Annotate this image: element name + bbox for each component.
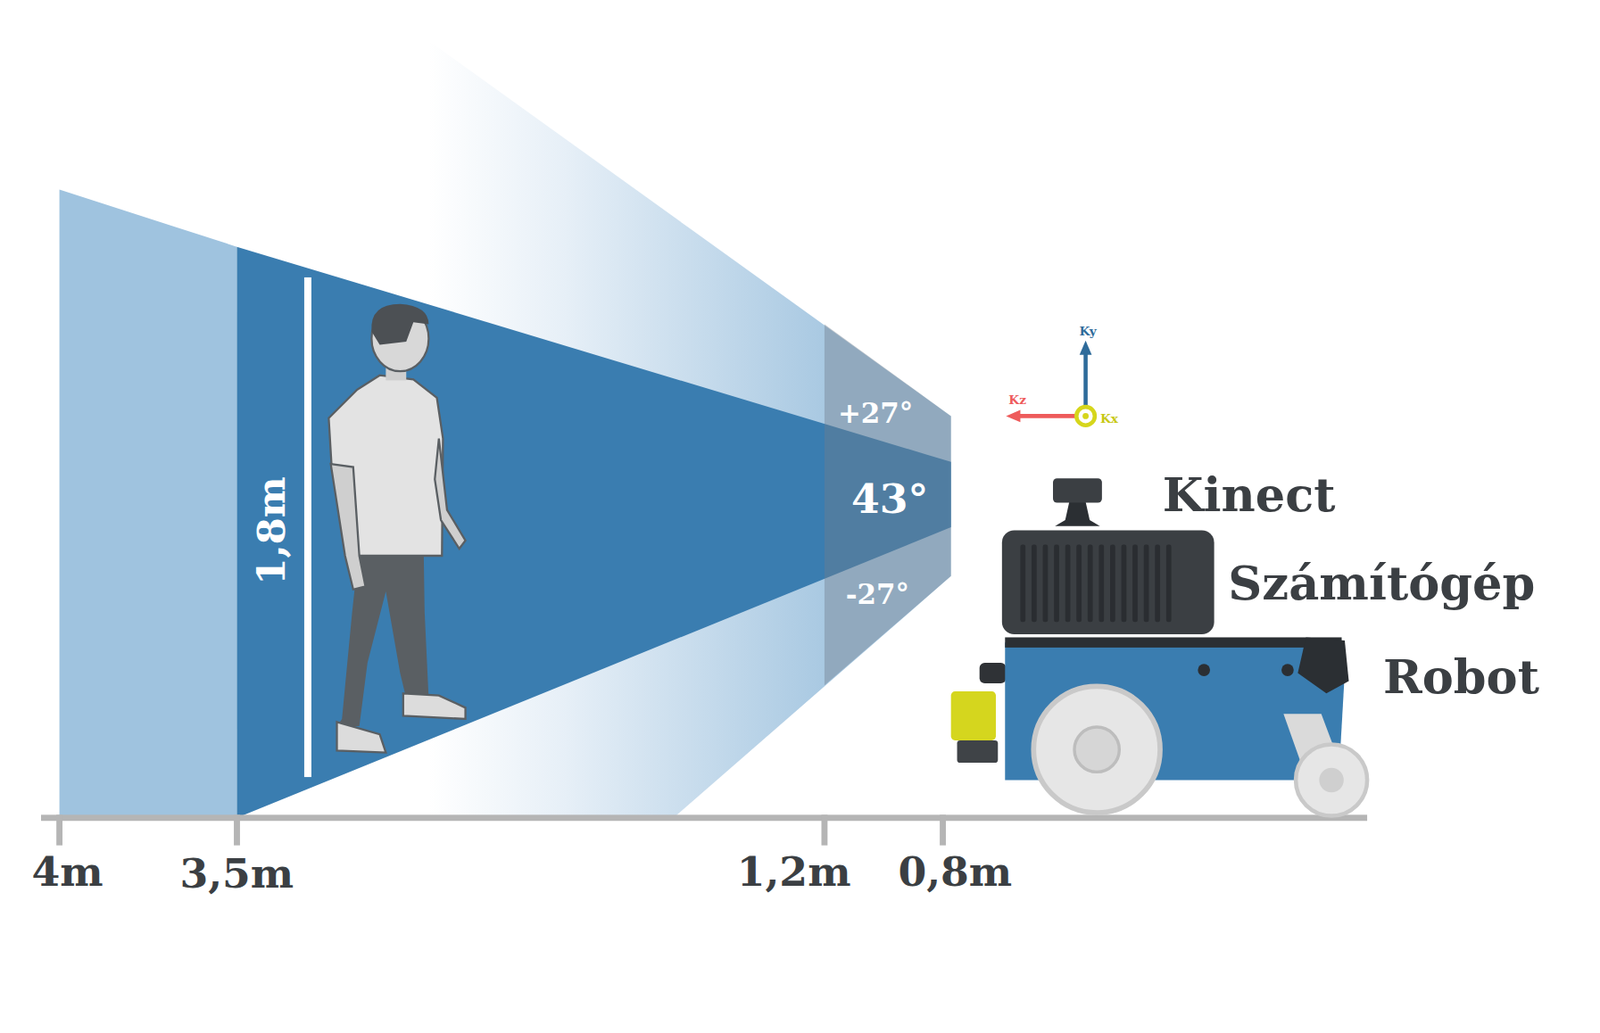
height-label: 1,8m (251, 476, 291, 586)
part-name: Kinect (1162, 471, 1336, 519)
ground-axis (41, 814, 1368, 821)
axis-ticks (56, 814, 946, 846)
distance-label: 1,2m (737, 852, 852, 894)
view-wedge (236, 247, 951, 819)
far-range-band (59, 190, 238, 819)
part-name: Számítógép (1227, 560, 1535, 608)
axis-name: Ky (1078, 325, 1096, 339)
axis-name: Kx (1100, 413, 1119, 426)
part-name: Robot (1383, 654, 1540, 702)
distance-label: 0,8m (897, 852, 1012, 894)
near-range-band (824, 324, 952, 687)
person-figure (328, 304, 465, 754)
distance-label: 4m (31, 852, 103, 894)
angle-label: +27° (837, 399, 913, 428)
axis-name: Kz (1008, 395, 1027, 408)
kinect-axes (1005, 340, 1095, 426)
robot (951, 478, 1368, 816)
angle-label: -27° (845, 580, 910, 608)
angle-label: 43° (851, 479, 929, 521)
height-bar (304, 277, 312, 778)
distance-label: 3,5m (179, 853, 294, 896)
